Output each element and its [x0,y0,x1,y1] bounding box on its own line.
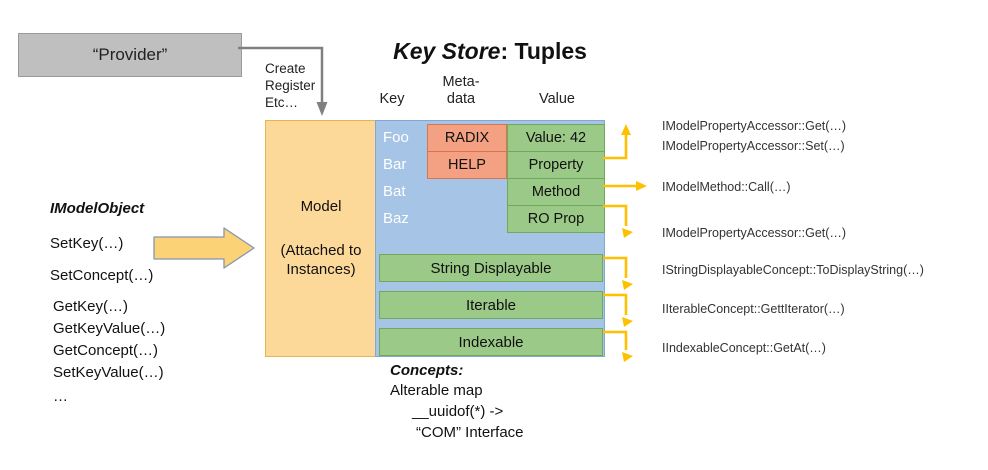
provider-label: “Provider” [92,45,168,64]
concept-row: Iterable [379,291,603,319]
concepts-line: __uuidof(*) -> [412,403,504,420]
tuple-key-cell: Bat [383,183,406,200]
annotation-label: IIndexableConcept::GetAt(…) [662,341,826,355]
imodelobject-method: SetConcept(…) [50,267,154,284]
imodelobject-method: GetKey(…) [53,298,129,315]
tuple-key-cell: Bar [383,156,407,173]
tuple-store-panel: Foo Bar Bat Baz RADIX HELP Value: 42 Pro… [375,120,605,357]
concepts-line: Alterable map [390,382,483,399]
column-header-key: Key [379,91,405,107]
annotation-label: IModelMethod::Call(…) [662,180,791,194]
imodelobject-method: SetKeyValue(…) [53,364,164,381]
provider-box: “Provider” [18,33,242,77]
title-rest: : Tuples [500,38,587,64]
annotation-label: IModelPropertyAccessor::Set(…) [662,139,845,153]
block-arrow-icon [152,226,256,270]
imodelobject-method: … [53,388,68,405]
imodelobject-title: IModelObject [50,200,145,217]
tuple-value-cell: Method [507,178,605,206]
model-box: Model (Attached to Instances) [265,120,377,357]
tuple-value-cell: Property [507,151,605,179]
page-title: Key Store: Tuples [340,38,640,65]
imodelobject-method: GetConcept(…) [53,342,159,359]
concepts-line: “COM” Interface [416,424,524,441]
column-header-value: Value [538,91,575,107]
annotation-label: IStringDisplayableConcept::ToDisplayStri… [662,263,924,277]
tuple-metadata-cell: HELP [427,151,507,179]
concepts-title: Concepts: [390,362,464,379]
model-box-title: Model [300,198,342,215]
tuple-key-cell: Foo [383,129,409,146]
model-box-subtitle: (Attached to Instances) [280,242,362,278]
annotation-arrows [600,118,660,362]
create-register-connector-arrow [238,44,330,122]
annotation-label: IModelPropertyAccessor::Get(…) [662,119,847,133]
column-header-metadata: Meta- data [442,74,480,107]
create-register-label: Create Register Etc… [265,61,316,110]
annotation-label: IModelPropertyAccessor::Get(…) [662,226,847,240]
concept-row: String Displayable [379,254,603,282]
tuple-value-cell: RO Prop [507,205,605,233]
imodelobject-method: SetKey(…) [50,235,124,252]
tuple-key-cell: Baz [383,210,409,227]
title-emphasis: Key Store [393,38,501,64]
concept-row: Indexable [379,328,603,356]
tuple-value-cell: Value: 42 [507,124,605,152]
tuple-metadata-cell: RADIX [427,124,507,152]
annotation-label: IIterableConcept::GettIterator(…) [662,302,845,316]
imodelobject-method: GetKeyValue(…) [53,320,166,337]
